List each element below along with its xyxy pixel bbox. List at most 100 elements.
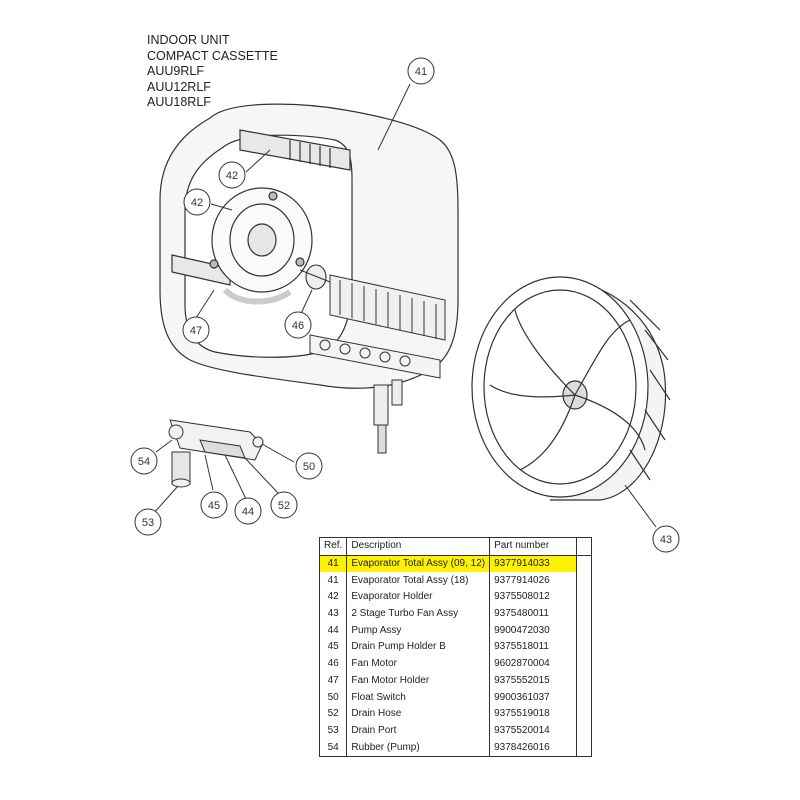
cell-description: Fan Motor Holder: [346, 672, 491, 690]
svg-text:44: 44: [242, 506, 254, 518]
cell-blank: [576, 689, 593, 706]
cell-blank: [576, 705, 593, 723]
callout-45: 45: [200, 491, 228, 519]
svg-text:45: 45: [208, 500, 220, 512]
callout-44: 44: [234, 497, 262, 525]
fan-motor-holder: [209, 187, 313, 305]
callout-54: 54: [130, 447, 158, 475]
cell-ref: 42: [318, 589, 348, 606]
callout-47: 47: [182, 316, 210, 344]
cell-blank: [576, 672, 593, 690]
cell-ref: 44: [318, 622, 348, 640]
svg-text:52: 52: [278, 500, 290, 512]
cell-ref: 46: [318, 655, 348, 673]
callout-41: 41: [407, 57, 435, 85]
cell-blank: [576, 555, 593, 573]
cell-part-number: 9375552015: [489, 672, 578, 690]
cell-ref: 41: [318, 572, 348, 590]
cell-blank: [576, 589, 593, 606]
cell-part-number: 9602870004: [489, 655, 578, 673]
turbo-fan-assy: [471, 276, 671, 501]
cell-description: Evaporator Total Assy (09, 12): [346, 555, 491, 573]
cell-ref: 47: [318, 672, 348, 690]
cell-part-number: 9900472030: [489, 622, 578, 640]
cell-description: Drain Hose: [346, 705, 491, 723]
cell-ref: 54: [318, 739, 348, 757]
cell-description: Drain Pump Holder B: [346, 639, 491, 656]
cell-ref: 41: [318, 555, 348, 573]
cell-ref: 52: [318, 705, 348, 723]
header-line-model-3: AUU18RLF: [147, 95, 211, 109]
cell-blank: [576, 639, 593, 656]
cell-part-number: 9377914033: [489, 555, 578, 573]
header-part-number: Part number: [489, 537, 578, 556]
cell-blank: [576, 605, 593, 623]
header-line-model-2: AUU12RLF: [147, 79, 211, 94]
cell-description: Float Switch: [346, 689, 491, 706]
cell-description: Evaporator Total Assy (18): [346, 572, 491, 590]
svg-text:42: 42: [191, 197, 203, 209]
cell-part-number: 9375520014: [489, 722, 578, 740]
cell-description: Evaporator Holder: [346, 589, 491, 606]
cell-description: Drain Port: [346, 722, 491, 740]
header-line-unit: INDOOR UNIT: [147, 33, 230, 47]
cell-part-number: 9378426016: [489, 739, 578, 757]
cell-description: Fan Motor: [346, 655, 491, 673]
diagram-header: INDOOR UNIT COMPACT CASSETTE AUU9RLF AUU…: [147, 33, 278, 111]
svg-text:42: 42: [226, 170, 238, 182]
header-line-type: COMPACT CASSETTE: [147, 48, 278, 63]
cell-ref: 43: [318, 605, 348, 623]
cell-blank: [576, 622, 593, 640]
cell-part-number: 9900361037: [489, 689, 578, 706]
cell-part-number: 9375518011: [489, 639, 578, 656]
svg-text:41: 41: [415, 66, 427, 78]
cell-blank: [576, 655, 593, 673]
cell-part-number: 9375480011: [489, 605, 578, 623]
svg-text:53: 53: [142, 517, 154, 529]
cell-description: 2 Stage Turbo Fan Assy: [346, 605, 491, 623]
svg-text:50: 50: [303, 461, 315, 473]
cell-blank: [576, 722, 593, 740]
cell-part-number: 9375508012: [489, 589, 578, 606]
svg-text:47: 47: [190, 325, 202, 337]
header-ref: Ref.: [318, 537, 348, 556]
cell-ref: 45: [318, 639, 348, 656]
svg-text:46: 46: [292, 320, 304, 332]
parts-table-header: Ref. Description Part number: [318, 537, 593, 556]
cell-description: Pump Assy: [346, 622, 491, 640]
callout-42-top: 42: [218, 161, 246, 189]
callout-43: 43: [652, 525, 680, 553]
cell-blank: [576, 572, 593, 590]
drain-pump-assy: [168, 419, 264, 488]
callout-52: 52: [270, 491, 298, 519]
cell-description: Rubber (Pump): [346, 739, 491, 757]
header-blank: [576, 537, 593, 556]
cell-part-number: 9377914026: [489, 572, 578, 590]
fan-motor: [299, 264, 331, 290]
cell-ref: 50: [318, 689, 348, 706]
evaporator-piping: [309, 274, 446, 454]
cell-ref: 53: [318, 722, 348, 740]
callout-50: 50: [295, 452, 323, 480]
svg-text:43: 43: [660, 534, 672, 546]
header-line-model-1: AUU9RLF: [147, 64, 204, 78]
cell-part-number: 9375519018: [489, 705, 578, 723]
leader-lines: [152, 83, 657, 528]
callout-53: 53: [134, 508, 162, 536]
header-description: Description: [346, 537, 491, 556]
